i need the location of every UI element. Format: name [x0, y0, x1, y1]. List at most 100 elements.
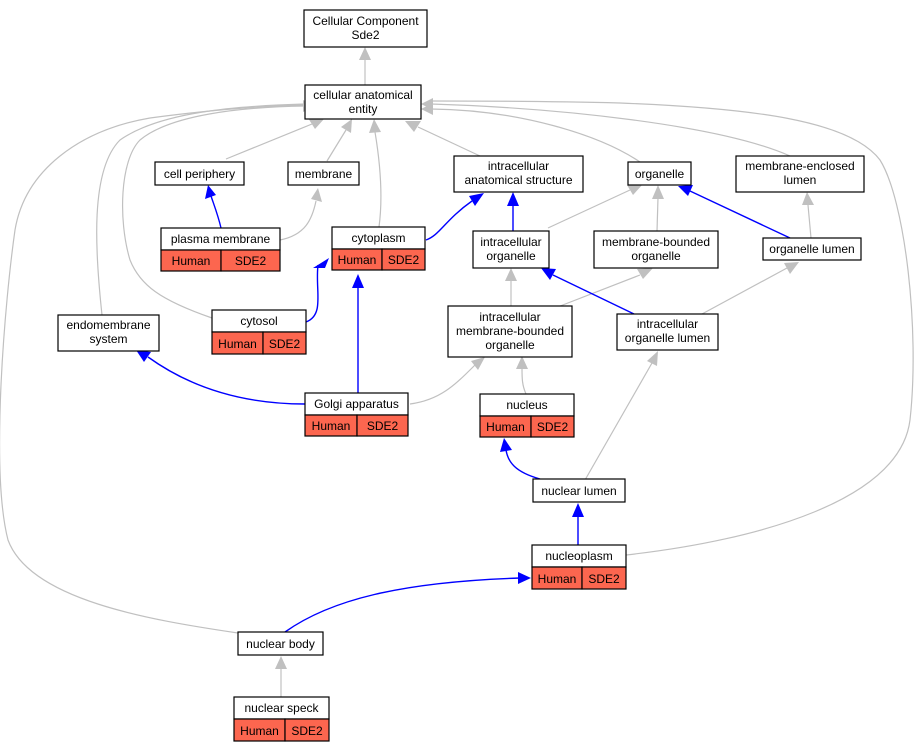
node-organelle[interactable]: organelle	[627, 161, 692, 186]
annotation-species: Human	[312, 419, 351, 433]
node-label-line: nuclear speck	[244, 701, 319, 715]
annotation-gene-cell	[284, 718, 330, 742]
arrowhead	[627, 184, 643, 195]
node-organelle-lumen[interactable]: organelle lumen	[762, 237, 862, 261]
annotation-gene-cell	[262, 331, 307, 355]
node-box	[735, 155, 865, 193]
annotation-species: Human	[486, 420, 525, 434]
node-membrane[interactable]: membrane	[287, 161, 360, 186]
annotation-species: Human	[218, 337, 257, 351]
node-cytoplasm[interactable]: cytoplasm Human SDE2	[331, 226, 426, 271]
annotation-gene: SDE2	[269, 337, 301, 351]
arrowhead	[678, 185, 693, 196]
node-label-line: Sde2	[351, 28, 379, 42]
node-label-line: organelle	[486, 249, 536, 263]
node-label-line: nuclear lumen	[541, 484, 616, 498]
node-box	[627, 161, 692, 186]
node-label-line: membrane	[295, 167, 353, 181]
node-nuclear-body[interactable]: nuclear body	[237, 631, 324, 656]
node-label-line: organelle	[635, 167, 685, 181]
node-box	[57, 314, 160, 352]
edge-iol-to-ol	[701, 267, 788, 315]
arrowhead	[352, 274, 364, 288]
node-nucleoplasm[interactable]: nucleoplasm Human SDE2	[531, 544, 627, 590]
node-label-line: endomembrane	[66, 318, 150, 332]
edge-nucleoplasm-to-cae	[430, 100, 914, 556]
node-cytosol[interactable]: cytosol Human SDE2	[211, 309, 307, 355]
node-cell-periphery[interactable]: cell periphery	[154, 161, 245, 186]
node-label-line: nuclear body	[246, 637, 315, 651]
arrowhead	[205, 185, 216, 199]
arrowhead	[647, 351, 658, 366]
nodes: Cellular Component Sde2 cellular anatomi…	[57, 9, 865, 742]
node-nucleus[interactable]: nucleus Human SDE2	[479, 393, 575, 438]
edge-iol-to-io	[552, 274, 635, 315]
node-label-line: membrane-enclosed	[745, 159, 854, 173]
node-box	[593, 230, 719, 269]
edge-cytosol-to-cytoplasm	[305, 264, 319, 323]
arrowhead	[637, 268, 653, 279]
node-label-line: intracellular	[480, 235, 541, 249]
annotation-species: Human	[240, 724, 279, 738]
node-label-line: entity	[349, 102, 378, 116]
node-nuclear-lumen[interactable]: nuclear lumen	[532, 478, 626, 503]
annotation-species: Human	[338, 253, 377, 267]
annotation-gene: SDE2	[588, 572, 620, 586]
node-golgi-apparatus[interactable]: Golgi apparatus Human SDE2	[304, 392, 409, 437]
arrowhead	[313, 258, 329, 268]
arrowhead	[518, 572, 531, 584]
edge-imbo-to-mbo	[554, 274, 641, 309]
node-box	[762, 237, 862, 261]
edge-cytoplasm-to-ias	[425, 200, 473, 241]
arrowhead	[421, 98, 433, 110]
edge-nuclear-lumen-to-iol	[584, 362, 653, 481]
node-plasma-membrane[interactable]: plasma membrane Human SDE2	[160, 227, 281, 272]
node-label-line: plasma membrane	[171, 232, 271, 246]
node-endomembrane-system[interactable]: endomembrane system	[57, 314, 160, 352]
arrowhead	[341, 119, 352, 133]
node-intracellular-organelle[interactable]: intracellular organelle	[472, 230, 550, 269]
annotation-gene-cell	[356, 414, 409, 437]
node-box	[532, 478, 626, 503]
node-label-line: lumen	[784, 173, 817, 187]
annotation-species: Human	[172, 254, 211, 268]
arrowhead	[507, 192, 519, 206]
edge-nucleus-to-imbo	[521, 367, 527, 395]
node-box	[453, 155, 584, 193]
edge-io-to-organelle	[547, 189, 631, 229]
annotation-gene: SDE2	[367, 419, 399, 433]
node-label-line: cellular anatomical	[313, 88, 412, 102]
arrowhead	[471, 357, 485, 370]
annotation-gene: SDE2	[537, 420, 569, 434]
edge-nuclear-body-to-nucleoplasm	[284, 577, 521, 633]
arrowhead	[541, 268, 556, 280]
node-label-line: organelle	[631, 249, 681, 263]
edge-mel-to-cae	[430, 103, 791, 157]
node-intracellular-organelle-lumen[interactable]: intracellular organelle lumen	[616, 313, 719, 351]
node-intracellular-membrane-bounded-organelle[interactable]: intracellular membrane-bounded organelle	[447, 305, 573, 358]
arrowhead	[505, 268, 517, 281]
node-membrane-bounded-organelle[interactable]: membrane-bounded organelle	[593, 230, 719, 269]
node-cellular-anatomical-entity[interactable]: cellular anatomical entity	[304, 84, 422, 120]
arrowhead	[136, 350, 151, 362]
node-nuclear-speck[interactable]: nuclear speck Human SDE2	[233, 696, 330, 742]
arrowhead	[275, 656, 287, 669]
node-membrane-enclosed-lumen[interactable]: membrane-enclosed lumen	[735, 155, 865, 193]
edge-ol-to-mel	[807, 204, 812, 239]
annotation-gene: SDE2	[235, 254, 267, 268]
arrowhead	[802, 192, 814, 205]
node-label-line: intracellular	[479, 310, 540, 324]
node-label-line: Cellular Component	[312, 14, 419, 28]
node-label-line: membrane-bounded	[602, 235, 710, 249]
edges	[0, 47, 914, 697]
node-intracellular-anatomical-structure[interactable]: intracellular anatomical structure	[453, 155, 584, 193]
arrowhead	[500, 438, 512, 452]
node-label-line: intracellular	[488, 159, 549, 173]
node-label-line: organelle lumen	[625, 331, 710, 345]
node-cellular-component-sde2[interactable]: Cellular Component Sde2	[303, 9, 428, 48]
edge-cell-periphery-to-cae	[225, 123, 313, 160]
arrowhead	[369, 119, 381, 133]
arrowhead	[308, 118, 324, 129]
edge-mbo-to-organelle	[656, 197, 659, 232]
